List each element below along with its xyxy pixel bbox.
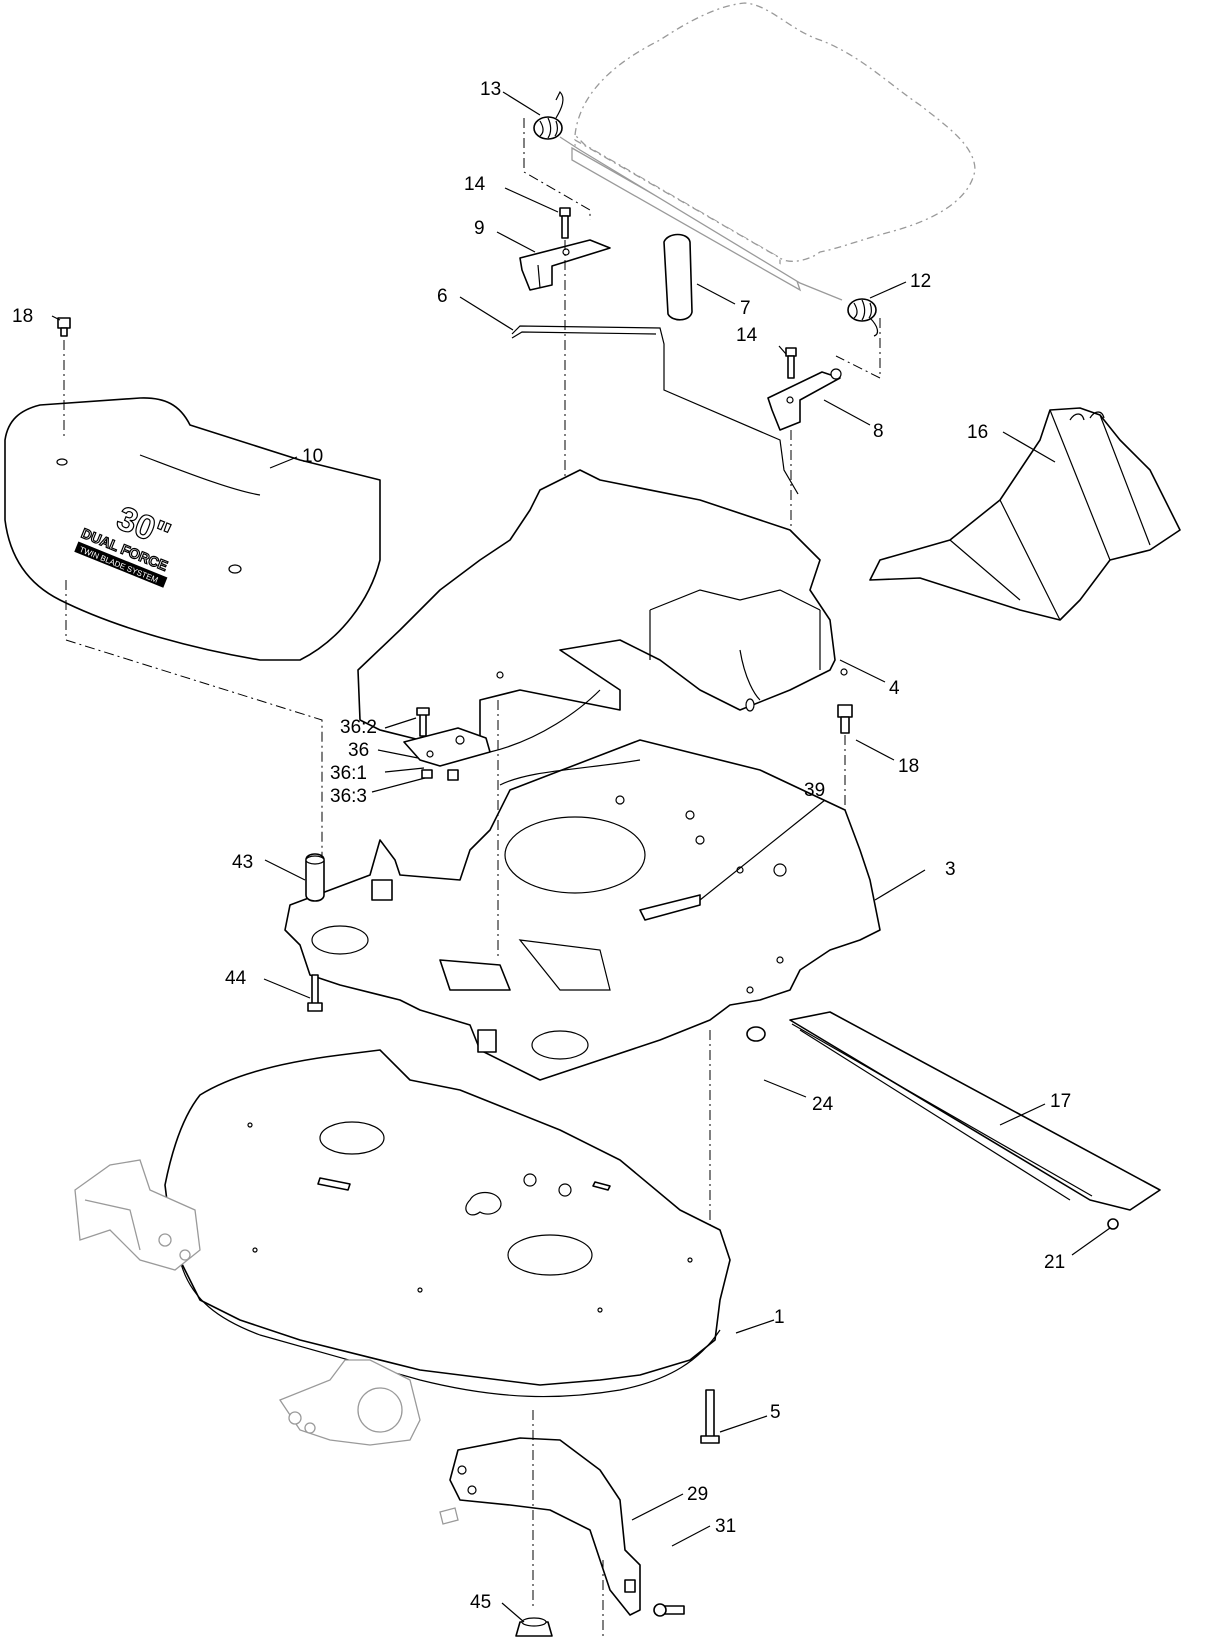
part-16-discharge-chute	[869, 407, 1181, 621]
part-5-bolt	[700, 1389, 720, 1444]
part-29-side-plate	[449, 1437, 641, 1616]
callout-21: 21	[1044, 1252, 1065, 1273]
part-9-bracket	[519, 239, 611, 291]
callout-18-right: 18	[898, 756, 919, 777]
callout-14-lower: 14	[736, 325, 758, 346]
part-45-nut	[515, 1617, 553, 1637]
callout-6: 6	[437, 286, 448, 307]
callout-45: 45	[470, 1592, 491, 1613]
part-12-spring	[847, 298, 879, 337]
part-31-bolt	[653, 1603, 685, 1617]
callout-14-upper: 14	[464, 174, 486, 195]
part-14-screw-upper	[559, 207, 571, 239]
callout-5: 5	[770, 1402, 781, 1423]
part-3-frame-plate	[284, 739, 881, 1081]
chain-line-12	[835, 318, 881, 379]
chain-line-10	[65, 580, 323, 860]
part-24-bumper	[746, 1026, 766, 1042]
part-44-bolt	[307, 974, 323, 1012]
callout-1: 1	[774, 1307, 785, 1328]
callout-3: 3	[945, 859, 956, 880]
callout-18-left: 18	[12, 306, 33, 327]
hinge-shaft	[559, 136, 843, 301]
part-17-baffle	[789, 1011, 1161, 1211]
callout-17: 17	[1050, 1091, 1071, 1112]
part-21-screw	[1107, 1218, 1119, 1230]
callout-16: 16	[967, 422, 988, 443]
callout-24: 24	[812, 1094, 834, 1115]
part-4-belt-cover	[357, 469, 848, 746]
chain-line-13	[523, 118, 591, 220]
callout-13: 13	[480, 79, 501, 100]
callout-29: 29	[687, 1484, 708, 1505]
part-7-grip	[663, 233, 693, 321]
part-6-rod	[511, 325, 799, 495]
part-14-screw-lower	[785, 347, 797, 379]
callout-36-1: 36:1	[330, 763, 367, 784]
callout-9: 9	[474, 218, 485, 239]
callout-31: 31	[715, 1516, 736, 1537]
callout-7: 7	[740, 298, 751, 319]
callout-8: 8	[873, 421, 884, 442]
part-10-top-cover: 30" DUAL FORCE TWIN BLADE SYSTEM	[4, 397, 381, 661]
callout-39: 39	[804, 780, 825, 801]
wheel-bracket-ghost-left	[74, 1159, 201, 1271]
callout-10: 10	[302, 446, 323, 467]
part-18-screw-left	[57, 317, 71, 337]
callout-12: 12	[910, 271, 931, 292]
callout-4: 4	[889, 678, 900, 699]
wheel-bracket-ghost-right	[279, 1359, 421, 1446]
leader-lines	[51, 91, 1111, 1623]
grass-bag-ghost	[571, 2, 976, 292]
bushing-ghost	[439, 1507, 459, 1525]
callout-labels: 13 14 9 6 7 12 14 8 16 18 10 4 18 36:2 3…	[12, 79, 1071, 1613]
part-8-bracket	[767, 368, 842, 431]
part-43-spacer	[305, 853, 325, 902]
callout-36-3: 36:3	[330, 786, 367, 807]
callout-44: 44	[225, 968, 247, 989]
part-18-screw-right	[837, 704, 853, 734]
cable	[489, 689, 601, 753]
callout-36: 36	[348, 740, 369, 761]
callout-43: 43	[232, 852, 253, 873]
part-1-deck	[164, 1049, 731, 1398]
part-13-spring	[533, 90, 564, 140]
callout-36-2: 36:2	[340, 717, 377, 738]
